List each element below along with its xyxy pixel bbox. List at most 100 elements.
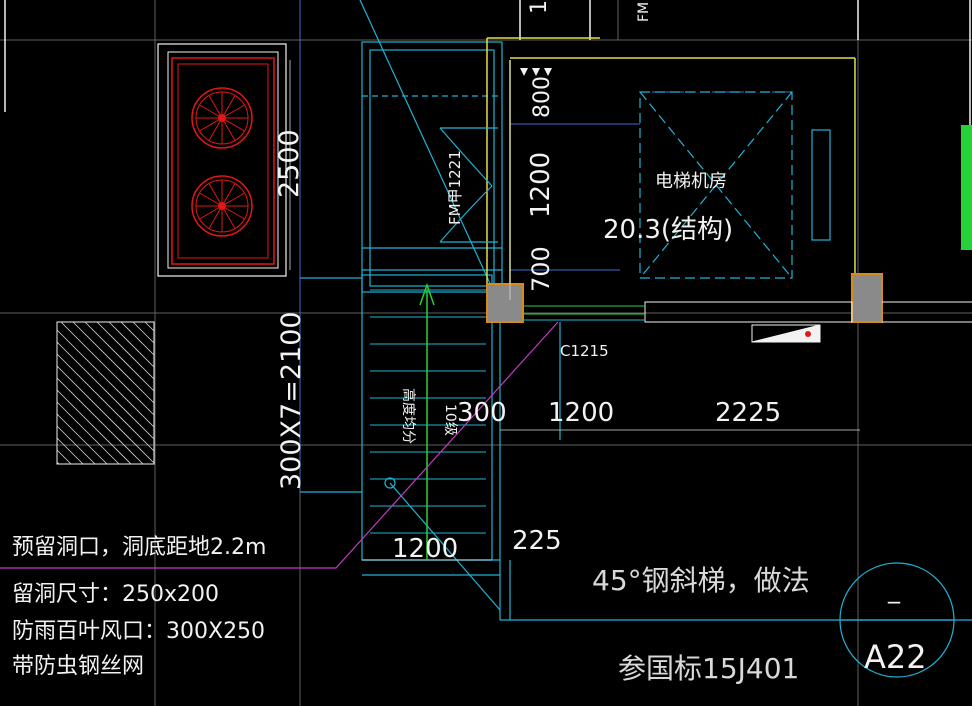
hatch-line	[56, 413, 108, 465]
dim-300: 300	[457, 398, 507, 428]
dim-top: 1	[527, 0, 552, 14]
machine-room-outline	[639, 91, 793, 279]
green-wall-strip	[961, 125, 972, 250]
stair-line	[389, 482, 501, 611]
fan-hub	[218, 202, 226, 210]
column	[486, 283, 524, 323]
room-label: 电梯机房	[655, 171, 727, 192]
hatch-lines	[56, 321, 155, 465]
fan-red-frame-inner	[177, 63, 269, 259]
fan-red-frame	[171, 57, 275, 265]
door-label-top: FM	[636, 2, 652, 22]
fan-blade	[221, 205, 245, 220]
elevator-machine-room	[639, 91, 831, 279]
dim-800: 800	[530, 76, 555, 118]
fan-outer-frame	[157, 43, 287, 277]
window-strip	[523, 301, 972, 343]
room-cross-line	[639, 91, 793, 279]
stair-note-even-height: 高度均分	[400, 388, 417, 444]
door-label: FM甲1221	[446, 150, 464, 225]
fan-ring	[191, 175, 253, 237]
fan-blade	[208, 183, 223, 207]
dim-2100: 300X7=2100	[276, 311, 307, 490]
fan-hub	[218, 114, 226, 122]
stair-shaft-inner	[369, 49, 495, 287]
hatch-line	[56, 401, 120, 465]
note-line-4: 带防虫钢丝网	[12, 654, 144, 679]
hatch-line	[96, 321, 155, 380]
fan-blade	[199, 205, 223, 220]
fan-inner-frame	[167, 51, 279, 269]
marker-triangle	[520, 68, 528, 76]
fan-icon	[191, 175, 253, 237]
fan-blade	[221, 95, 236, 119]
dim-1200-vertical: 1200	[526, 152, 556, 218]
cad-labels: 电梯机房 20.3(结构) FM甲1221 FM C1215 2500 300X…	[12, 0, 927, 685]
section-marker-notch	[751, 324, 821, 343]
fan-blade	[221, 117, 245, 132]
stair-note-steps: 10级	[442, 404, 458, 436]
hatch-line	[56, 389, 132, 465]
hatch-line	[60, 321, 155, 416]
fan-blade	[221, 117, 236, 141]
fan-blade	[199, 117, 223, 132]
stair-treads	[370, 289, 486, 534]
dim-225: 225	[512, 526, 562, 556]
fan-icon	[191, 87, 253, 149]
hatch-line	[56, 341, 155, 440]
marker-triangle	[532, 68, 540, 76]
dim-2500: 2500	[274, 129, 305, 198]
hatch-line	[120, 321, 155, 356]
hatched-block	[56, 321, 155, 465]
hatch-line	[56, 425, 96, 465]
exhaust-fan-unit	[157, 43, 287, 277]
hatch-line	[56, 449, 72, 465]
hatch-line	[56, 461, 60, 465]
fan-blade	[221, 183, 236, 207]
hatch-outline	[56, 321, 155, 465]
detail-sheet: A22	[864, 638, 927, 676]
hatch-line	[56, 353, 155, 452]
door-swing	[439, 185, 493, 243]
fan-ring	[191, 87, 253, 149]
fan-blade	[208, 205, 223, 229]
room-elevation-label: 20.3(结构)	[603, 215, 733, 245]
dim-1200-horizontal: 1200	[548, 398, 614, 428]
ladder-reference: 参国标15J401	[618, 652, 799, 685]
window-frame	[644, 301, 853, 323]
arrow-head	[419, 282, 435, 306]
window-label: C1215	[560, 342, 609, 360]
diagonal-line	[359, 0, 494, 291]
green-wall	[961, 125, 972, 250]
ladder-note: 45°钢斜梯，做法	[592, 564, 810, 597]
fan-blade	[199, 192, 223, 207]
fan-blade	[199, 104, 223, 119]
note-line-1: 预留洞口，洞底距地2.2m	[12, 535, 266, 560]
fan-blade	[208, 117, 223, 141]
note-leader-line	[0, 321, 559, 569]
stair-shaft	[361, 41, 503, 293]
room-equipment	[811, 129, 831, 241]
hatch-line	[144, 321, 155, 332]
column	[851, 273, 883, 323]
hatch-line	[132, 321, 155, 344]
fan-blade	[221, 205, 236, 229]
dimension-lines	[289, 60, 860, 561]
corner-markers	[520, 68, 552, 76]
detail-callout	[839, 562, 955, 678]
hatch-line	[56, 329, 155, 428]
detail-index: _	[887, 576, 901, 604]
fan-blade	[221, 192, 245, 207]
hatch-line	[56, 377, 144, 465]
section-marker-dot	[805, 331, 811, 337]
door-swing	[439, 127, 493, 187]
fan-blade	[208, 95, 223, 119]
columns	[486, 273, 883, 323]
hatch-line	[84, 321, 155, 392]
stair-direction-arrow	[419, 282, 435, 560]
note-line-3: 防雨百叶风口：300X250	[12, 619, 265, 644]
dim-2225: 2225	[715, 398, 781, 428]
fan-blade	[221, 104, 245, 119]
